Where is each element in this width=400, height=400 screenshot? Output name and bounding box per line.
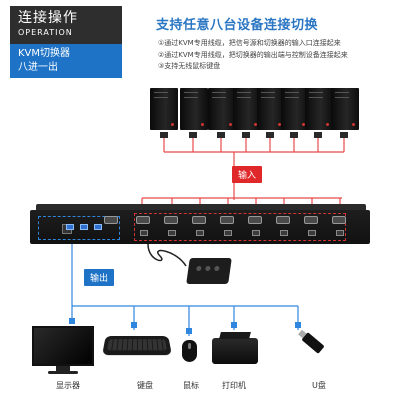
- printer-icon: [212, 338, 258, 364]
- monitor-stand: [56, 366, 70, 372]
- input-vga-port-7: [304, 216, 318, 224]
- feature-item-2: ②通过KVM专用线缆，把切换器的输出端与控制设备连接起来: [158, 50, 348, 59]
- input-vga-port-8: [332, 216, 346, 224]
- input-vga-port-4: [220, 216, 234, 224]
- switch-button-3: [214, 266, 220, 271]
- keyboard-label: 键盘: [137, 381, 153, 390]
- input-vga-port-3: [192, 216, 206, 224]
- input-usb-port-4: [224, 230, 232, 236]
- monitor-label: 显示器: [56, 381, 80, 390]
- input-tag: 输入: [232, 166, 263, 183]
- switch-button-2: [205, 266, 211, 271]
- section-badge: 连接操作 OPERATION KVM切换器 八进一出: [10, 6, 122, 78]
- pc-plugs: [160, 132, 348, 138]
- console-vga-port: [104, 216, 118, 224]
- pc-tower-4: [233, 88, 261, 130]
- input-vga-port-2: [164, 216, 178, 224]
- badge-title: 连接操作: [18, 10, 78, 26]
- pc-tower-7: [305, 88, 333, 130]
- udisk-label: U盘: [312, 381, 326, 390]
- feature-item-1: ①通过KVM专用线缆，把信号源和切换器的输入口连接起来: [158, 39, 341, 47]
- badge-header: 连接操作 OPERATION: [10, 6, 122, 44]
- usb-port-3: [94, 224, 102, 230]
- switch-cable: [147, 243, 187, 267]
- input-port-panel: [134, 213, 346, 241]
- usb-port-2: [80, 224, 88, 230]
- pc-tower-3: [208, 88, 236, 130]
- pc-tower-1: [150, 88, 178, 130]
- pc-tower-5: [257, 88, 285, 130]
- badge-subtitle: OPERATION: [18, 28, 73, 37]
- feature-item-3: ③支持无线鼠标键盘: [158, 62, 221, 70]
- pc-tower-8: [331, 88, 359, 130]
- switch-button-1: [196, 266, 202, 271]
- output-connectors: [69, 318, 301, 334]
- headline: 支持任意八台设备连接切换: [156, 18, 319, 33]
- usb-port-1: [66, 224, 74, 230]
- output-wires: [71, 240, 299, 336]
- console-port-panel: [38, 216, 120, 240]
- badge-line-1: KVM切换器: [18, 48, 71, 59]
- input-usb-port-1: [140, 230, 148, 236]
- badge-line-2: 八进一出: [18, 62, 58, 73]
- monitor-base: [48, 371, 78, 374]
- keyboard-icon: [102, 335, 172, 356]
- input-usb-port-5: [252, 230, 260, 236]
- mouse-label: 鼠标: [183, 381, 199, 390]
- printer-label: 打印机: [222, 381, 246, 390]
- badge-product: KVM切换器 八进一出: [10, 44, 122, 78]
- kvm-chassis-top: [36, 204, 366, 212]
- input-usb-port-6: [280, 230, 288, 236]
- input-usb-port-7: [308, 230, 316, 236]
- pc-tower-6: [281, 88, 309, 130]
- input-usb-port-2: [168, 230, 176, 236]
- input-vga-port-5: [248, 216, 262, 224]
- feature-list: ①通过KVM专用线缆，把信号源和切换器的输入口连接起来 ②通过KVM专用线缆，把…: [158, 38, 348, 73]
- input-vga-port-6: [276, 216, 290, 224]
- input-usb-port-3: [196, 230, 204, 236]
- output-tag: 输出: [84, 269, 115, 286]
- input-usb-port-8: [336, 230, 344, 236]
- monitor-icon: [32, 326, 94, 366]
- mouse-icon: [182, 340, 197, 362]
- remote-switch-box: [186, 258, 232, 284]
- pc-tower-2: [180, 88, 208, 130]
- input-vga-port-1: [136, 216, 150, 224]
